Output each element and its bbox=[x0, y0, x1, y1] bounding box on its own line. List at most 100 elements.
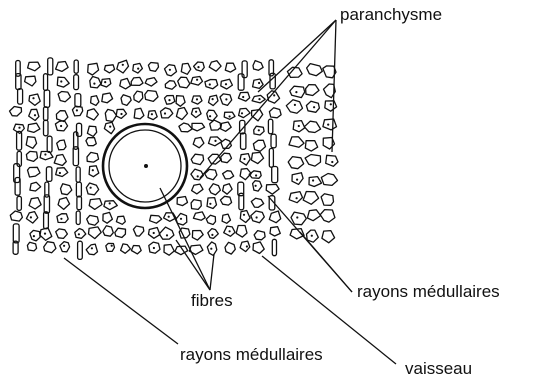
cell-nucleus bbox=[243, 214, 245, 216]
cell bbox=[191, 77, 203, 86]
cell-nucleus bbox=[93, 83, 95, 85]
cell bbox=[56, 111, 68, 122]
cell bbox=[253, 61, 263, 71]
cell-nucleus bbox=[92, 169, 94, 171]
cell bbox=[120, 78, 131, 89]
cell-nucleus bbox=[196, 79, 198, 81]
cell bbox=[210, 120, 221, 130]
cell bbox=[307, 64, 323, 76]
cell-nucleus bbox=[60, 80, 62, 82]
cell-nucleus bbox=[295, 91, 297, 93]
fibre-cell bbox=[76, 167, 80, 182]
cell bbox=[292, 173, 303, 185]
cell-nucleus bbox=[214, 140, 216, 142]
cell-nucleus bbox=[60, 125, 62, 127]
cell bbox=[88, 63, 99, 75]
cell bbox=[209, 61, 221, 71]
cell bbox=[322, 231, 335, 243]
fibre-cell bbox=[272, 239, 276, 255]
cell bbox=[236, 226, 247, 238]
cell-nucleus bbox=[76, 109, 78, 111]
fibre-cell bbox=[268, 119, 272, 134]
cell bbox=[321, 194, 333, 206]
cell bbox=[14, 124, 25, 133]
cell bbox=[148, 63, 158, 72]
cell-nucleus bbox=[168, 99, 170, 101]
cell-nucleus bbox=[18, 127, 20, 129]
cell-nucleus bbox=[296, 197, 298, 199]
cell-nucleus bbox=[313, 106, 315, 108]
cell bbox=[209, 184, 220, 195]
cell-nucleus bbox=[151, 113, 153, 115]
cell bbox=[28, 167, 41, 177]
cell-nucleus bbox=[122, 64, 124, 66]
cell bbox=[240, 241, 250, 252]
cell-nucleus bbox=[225, 98, 227, 100]
cell bbox=[251, 198, 263, 207]
fibre-cell bbox=[46, 167, 52, 182]
cell bbox=[133, 226, 143, 236]
cell bbox=[176, 108, 187, 120]
cell bbox=[57, 214, 68, 223]
cell bbox=[291, 212, 306, 225]
cell bbox=[44, 242, 56, 253]
cell-nucleus bbox=[109, 202, 111, 204]
label-paranchysme: paranchysme bbox=[340, 6, 442, 23]
cell bbox=[117, 60, 129, 73]
cell-nucleus bbox=[166, 234, 168, 236]
fibre-cell bbox=[47, 136, 52, 152]
cell bbox=[29, 94, 40, 105]
cell bbox=[191, 200, 201, 210]
cell bbox=[309, 177, 322, 187]
fibre-cell bbox=[238, 74, 244, 90]
cell bbox=[89, 199, 102, 210]
fibre-cell bbox=[44, 107, 48, 121]
cell-nucleus bbox=[211, 234, 213, 236]
cell bbox=[26, 151, 37, 161]
fibre-cell bbox=[271, 134, 276, 148]
cell-nucleus bbox=[63, 245, 65, 247]
cell bbox=[89, 227, 102, 239]
cell bbox=[207, 198, 217, 209]
cell bbox=[225, 242, 235, 254]
cell-nucleus bbox=[169, 69, 171, 71]
cell bbox=[253, 140, 265, 151]
cell bbox=[56, 168, 68, 177]
cell bbox=[253, 79, 264, 88]
fibre-cell bbox=[48, 58, 53, 75]
cell-nucleus bbox=[59, 172, 61, 174]
cell-nucleus bbox=[168, 216, 170, 218]
cell-nucleus bbox=[104, 81, 106, 83]
cell bbox=[221, 153, 232, 163]
cell bbox=[87, 215, 99, 225]
cell bbox=[209, 95, 219, 105]
cell-nucleus bbox=[258, 82, 260, 84]
cell bbox=[105, 109, 116, 121]
cell-nucleus bbox=[153, 232, 155, 234]
cell-nucleus bbox=[225, 83, 227, 85]
cell-nucleus bbox=[296, 216, 298, 218]
cell bbox=[223, 184, 233, 195]
fibre-cell bbox=[17, 131, 22, 150]
cell bbox=[181, 63, 190, 74]
cell-nucleus bbox=[30, 216, 32, 218]
cell bbox=[56, 229, 68, 239]
cell-nucleus bbox=[91, 247, 93, 249]
cell-nucleus bbox=[196, 98, 198, 100]
fibre-cell bbox=[44, 74, 48, 91]
cell bbox=[191, 169, 204, 180]
leader-paranchysme-3 bbox=[332, 20, 336, 152]
cell bbox=[164, 245, 174, 256]
cell-nucleus bbox=[229, 230, 231, 232]
cell-nucleus bbox=[273, 94, 275, 96]
cell bbox=[86, 183, 98, 195]
cell bbox=[104, 122, 114, 133]
cell bbox=[148, 111, 157, 120]
cell bbox=[326, 155, 338, 166]
fibre-cell bbox=[241, 133, 246, 149]
cell bbox=[221, 122, 232, 131]
cell bbox=[178, 77, 190, 88]
cell bbox=[193, 137, 204, 147]
cell-nucleus bbox=[212, 98, 214, 100]
cell bbox=[205, 80, 218, 89]
